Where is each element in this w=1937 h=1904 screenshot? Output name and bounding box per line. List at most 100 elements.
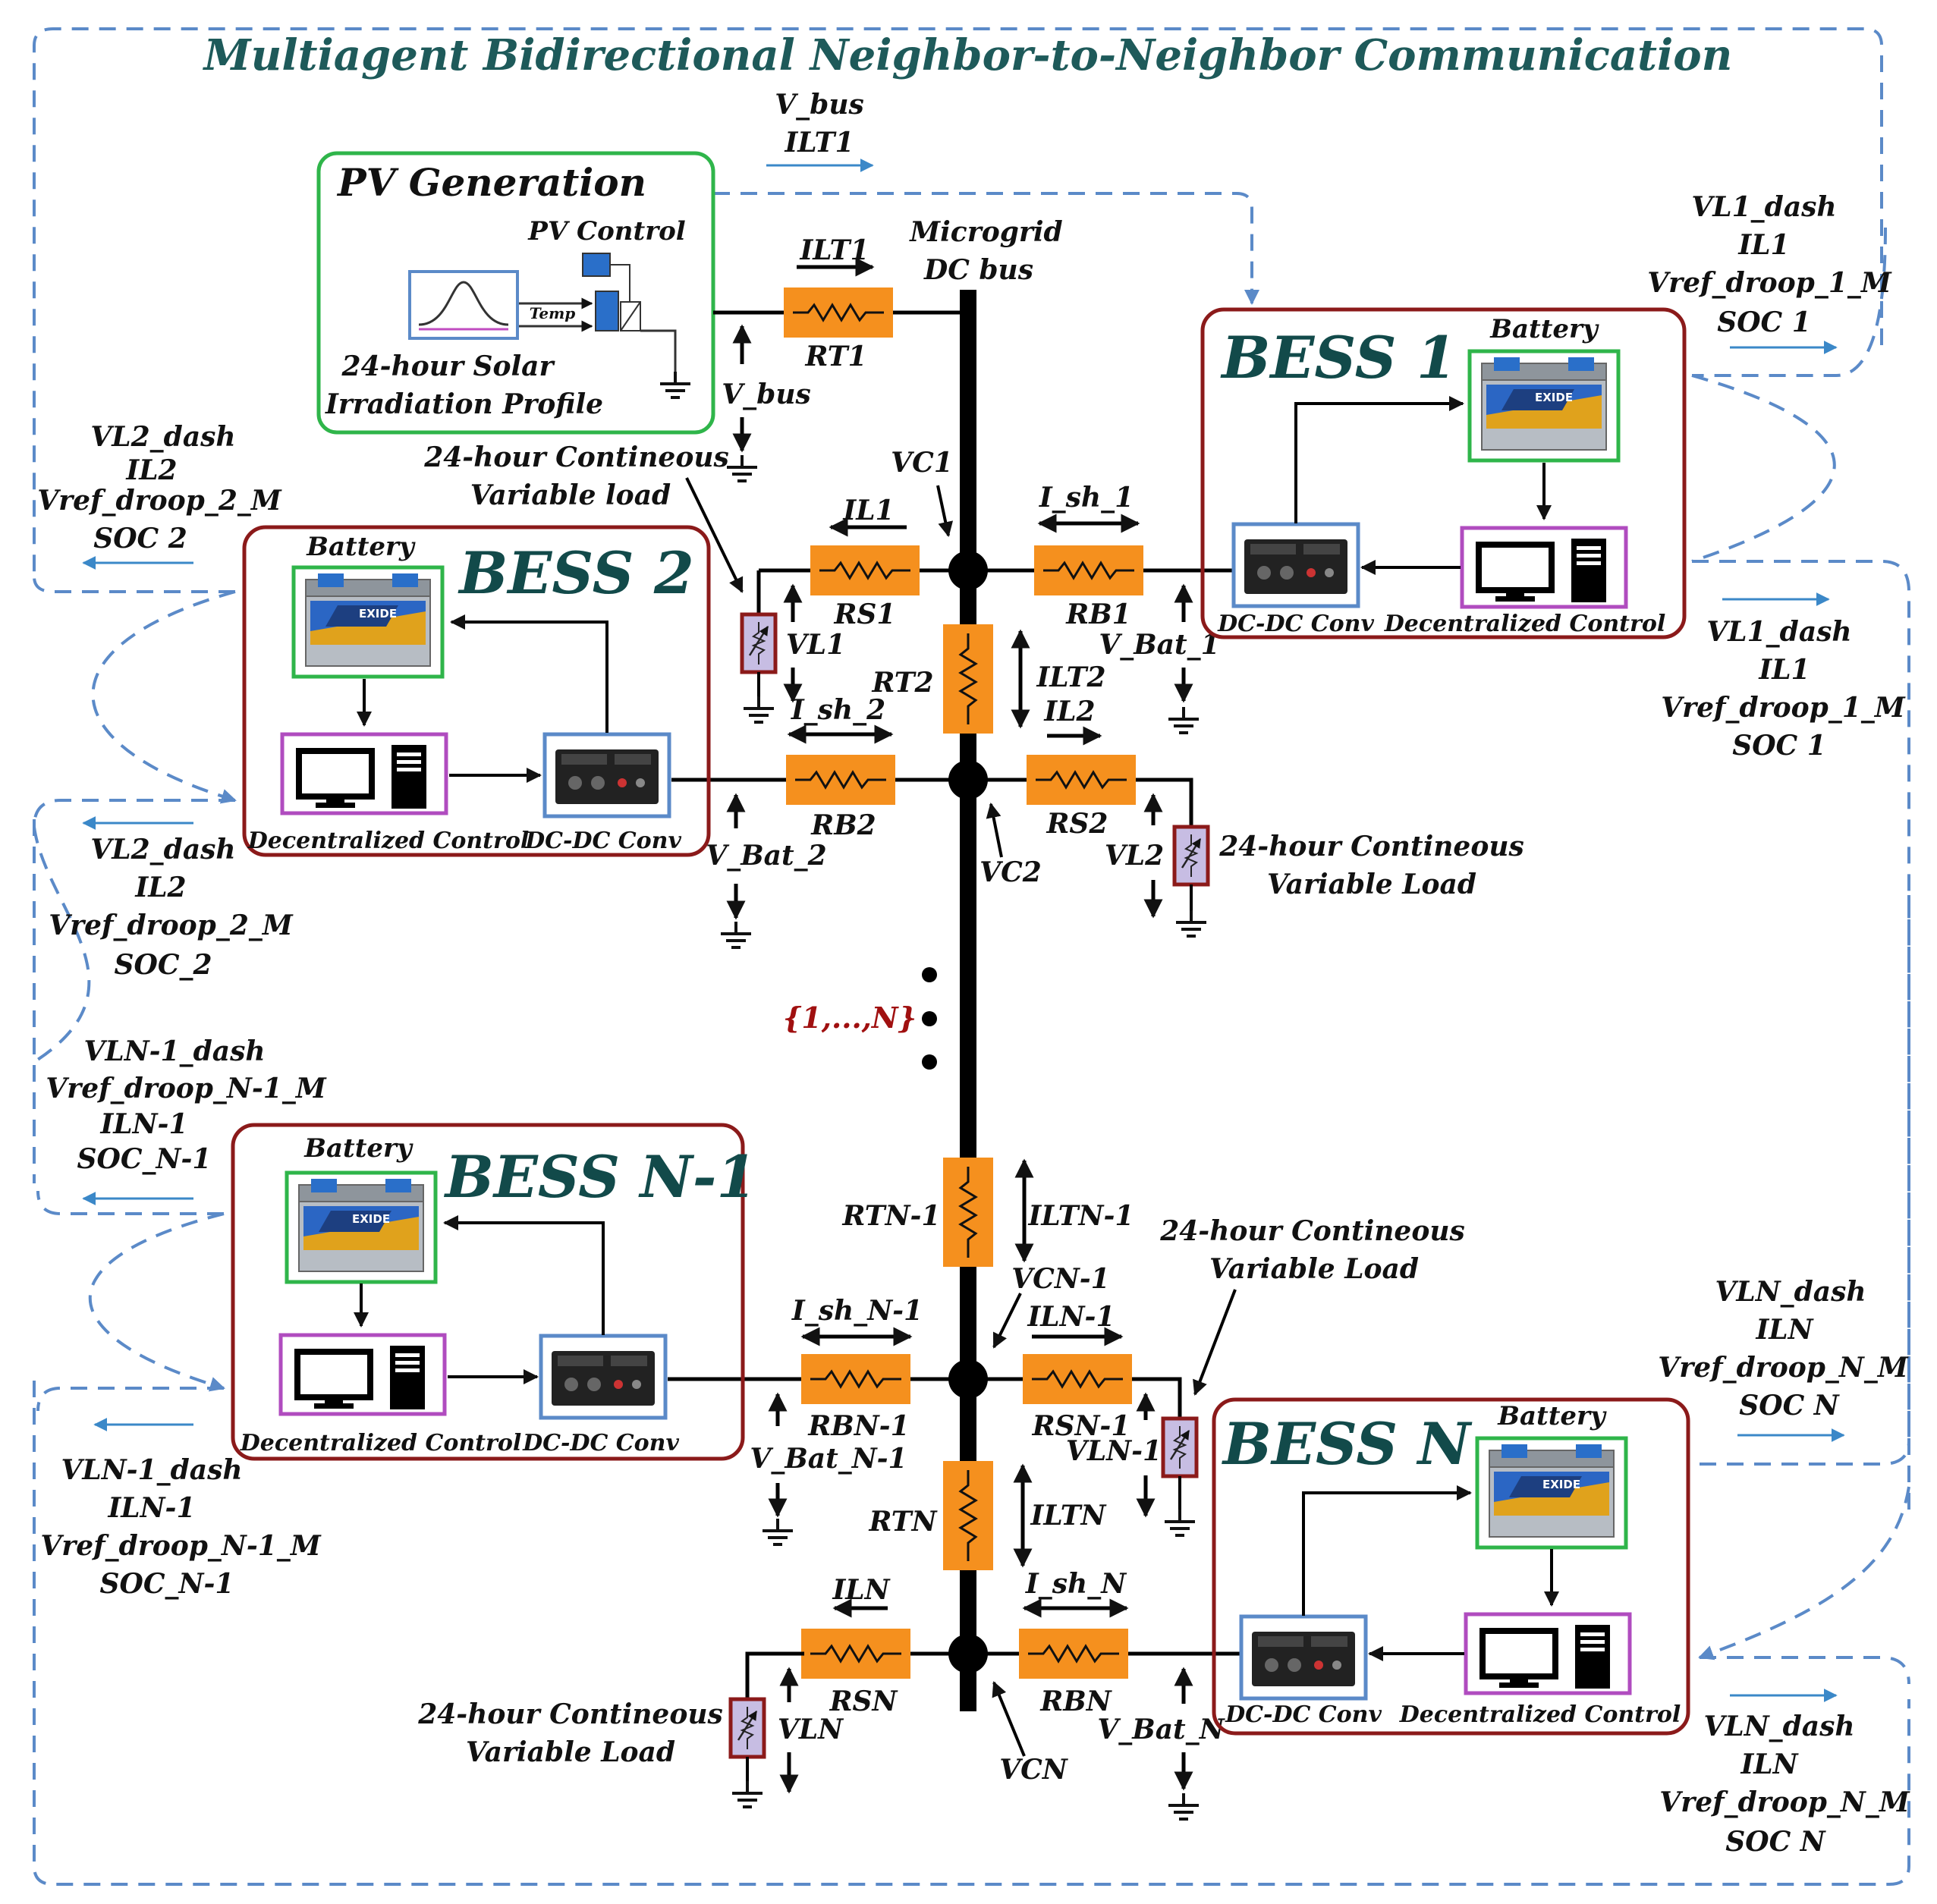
bess2-conv-label: DC-DC Conv xyxy=(524,828,681,854)
load-vln xyxy=(731,1699,764,1757)
bess2-border xyxy=(242,525,711,857)
msg-lN1b-0: VLN-1_dash xyxy=(61,1454,242,1486)
bess2-battery-icon xyxy=(294,567,442,677)
outer-comm-loop xyxy=(33,27,1910,1886)
resistor-rs1 xyxy=(809,544,921,597)
msg-r1a-3: SOC 1 xyxy=(1717,306,1811,338)
bess-1: BESS 1 Battery DC-DC Conv Decentralized … xyxy=(1200,307,1687,639)
vcn-label: VCN xyxy=(999,1754,1069,1786)
resistor-rb2 xyxy=(785,753,897,806)
bess2-top-link xyxy=(33,576,235,593)
load-d-label-2: Variable Load xyxy=(466,1736,675,1768)
iltn-label: ILTN xyxy=(1030,1500,1108,1532)
bess1-converter-icon xyxy=(1234,524,1358,606)
load-a-label-2: Variable load xyxy=(470,479,671,511)
bus-label-2: DC bus xyxy=(923,254,1033,286)
node-vcn xyxy=(948,1634,988,1673)
bess1-border xyxy=(1200,307,1687,639)
vln-label: VLN xyxy=(778,1714,844,1745)
bus-label-1: Microgrid xyxy=(908,216,1062,248)
msg-rNa-3: SOC N xyxy=(1739,1390,1841,1422)
vcn1-pointer xyxy=(992,1293,1022,1349)
resistor-rt2 xyxy=(942,623,995,735)
bess1-control-label: Decentralized Control xyxy=(1384,611,1665,637)
msg-rNb-0: VLN_dash xyxy=(1703,1711,1854,1742)
rs1-label: RS1 xyxy=(834,599,896,630)
rtn-label: RTN xyxy=(869,1506,939,1538)
msg-lN1a-3: SOC_N-1 xyxy=(77,1143,212,1175)
bessN-conv-to-battery xyxy=(1302,1485,1472,1616)
bess1-control-icon xyxy=(1462,528,1626,607)
bessN1-converter-icon xyxy=(541,1336,665,1418)
msg-l2b-0: VL2_dash xyxy=(90,834,235,866)
ish1-label: I_sh_1 xyxy=(1039,482,1134,514)
resistor-rsn1 xyxy=(1021,1353,1134,1406)
msg-r1b-0: VL1_dash xyxy=(1706,616,1851,648)
pv-profile-label-1: 24-hour Solar xyxy=(341,350,556,382)
rb1-label: RB1 xyxy=(1065,599,1130,630)
bessN1-control-icon xyxy=(281,1335,445,1414)
bess2-battery-label: Battery xyxy=(306,532,416,562)
node-vc1 xyxy=(948,551,988,590)
communication-links xyxy=(33,27,1910,1886)
msg-lN1a-1: Vref_droop_N-1_M xyxy=(46,1073,327,1104)
msg-rNb-1: ILN xyxy=(1740,1748,1799,1780)
vln-ground-icon xyxy=(731,1780,764,1808)
pv-line: ILT1 RT1 V_bus xyxy=(713,234,968,482)
load-vl2 xyxy=(1174,827,1208,884)
rsn-label: RSN xyxy=(829,1686,899,1717)
diagram-title: Multiagent Bidirectional Neighbor-to-Nei… xyxy=(203,30,1733,80)
rt1-label: RT1 xyxy=(804,341,866,372)
msg-left-n1a: VLN-1_dash Vref_droop_N-1_M ILN-1 SOC_N-… xyxy=(46,1035,327,1205)
rb2-label: RB2 xyxy=(810,809,876,841)
vbatn1-ground-icon xyxy=(761,1517,794,1546)
vln1-label: VLN-1 xyxy=(1066,1435,1162,1467)
msg-lN1b-1: ILN-1 xyxy=(107,1492,195,1524)
ilt1-label: ILT1 xyxy=(799,234,869,266)
load-b-label-2: Variable Load xyxy=(1267,869,1476,900)
load-d-label-1: 24-hour Contineous xyxy=(417,1698,723,1730)
msg-r1b-1: IL1 xyxy=(1758,654,1810,686)
bess2-converter-icon xyxy=(545,734,669,816)
vbat1-ground-icon xyxy=(1167,705,1200,734)
load-c-pointer xyxy=(1193,1289,1237,1396)
resistor-rtn xyxy=(942,1459,995,1572)
vc1-label: VC1 xyxy=(891,447,953,479)
bess2-cross-link-b xyxy=(33,826,91,1064)
pv-profile-label-2: Irradiation Profile xyxy=(325,388,603,420)
vbatn-label: V_Bat_N xyxy=(1097,1714,1225,1745)
bessN-control-label: Decentralized Control xyxy=(1399,1701,1681,1728)
node-vcn1 xyxy=(948,1359,988,1399)
bess-2: BESS 2 Battery Decentralized Control DC-… xyxy=(242,525,711,857)
bess2-title: BESS 2 xyxy=(458,539,694,607)
bessN-top-link xyxy=(1700,1441,1910,1466)
resistor-rsn xyxy=(800,1627,912,1680)
bess1-battery-label: Battery xyxy=(1489,314,1599,344)
msg-l2b-2: Vref_droop_2_M xyxy=(49,910,294,941)
bessN-battery-icon xyxy=(1477,1438,1626,1547)
msg-r1a-0: VL1_dash xyxy=(1691,191,1836,223)
vc2-pointer xyxy=(986,803,1003,858)
bess1-conv-to-battery xyxy=(1294,396,1464,523)
bessN1-conv-to-battery xyxy=(443,1215,605,1335)
msg-l2a-2: Vref_droop_2_M xyxy=(37,485,282,517)
bus-index-label: {1,...,N} xyxy=(783,1001,917,1035)
bess2-control-label: Decentralized Control xyxy=(247,828,529,854)
tie-rtn1: RTN-1 ILTN-1 xyxy=(842,1156,1134,1268)
msg-right-na: VLN_dash ILN Vref_droop_N_M SOC N xyxy=(1658,1276,1909,1442)
bess2-control-icon xyxy=(282,734,446,813)
msg-l2a-0: VL2_dash xyxy=(90,421,235,453)
bess1-title: BESS 1 xyxy=(1220,324,1457,391)
bessN1-border xyxy=(231,1123,745,1461)
bess1-battery-icon xyxy=(1470,351,1618,460)
bess2-bottom-link xyxy=(33,799,235,828)
bessN-battery-label: Battery xyxy=(1497,1401,1607,1431)
vl2-ground-icon xyxy=(1174,909,1208,938)
bessN-border xyxy=(1212,1397,1690,1736)
msg-r1b-3: SOC 1 xyxy=(1732,730,1826,762)
bessN1-top-link xyxy=(36,1190,224,1215)
load-vl1 xyxy=(742,614,775,672)
node-n: ILN RSN I_sh_N RBN VCN VLN 24-hour Conti… xyxy=(417,1568,1244,1821)
bessN1-cross-link xyxy=(89,1212,225,1392)
